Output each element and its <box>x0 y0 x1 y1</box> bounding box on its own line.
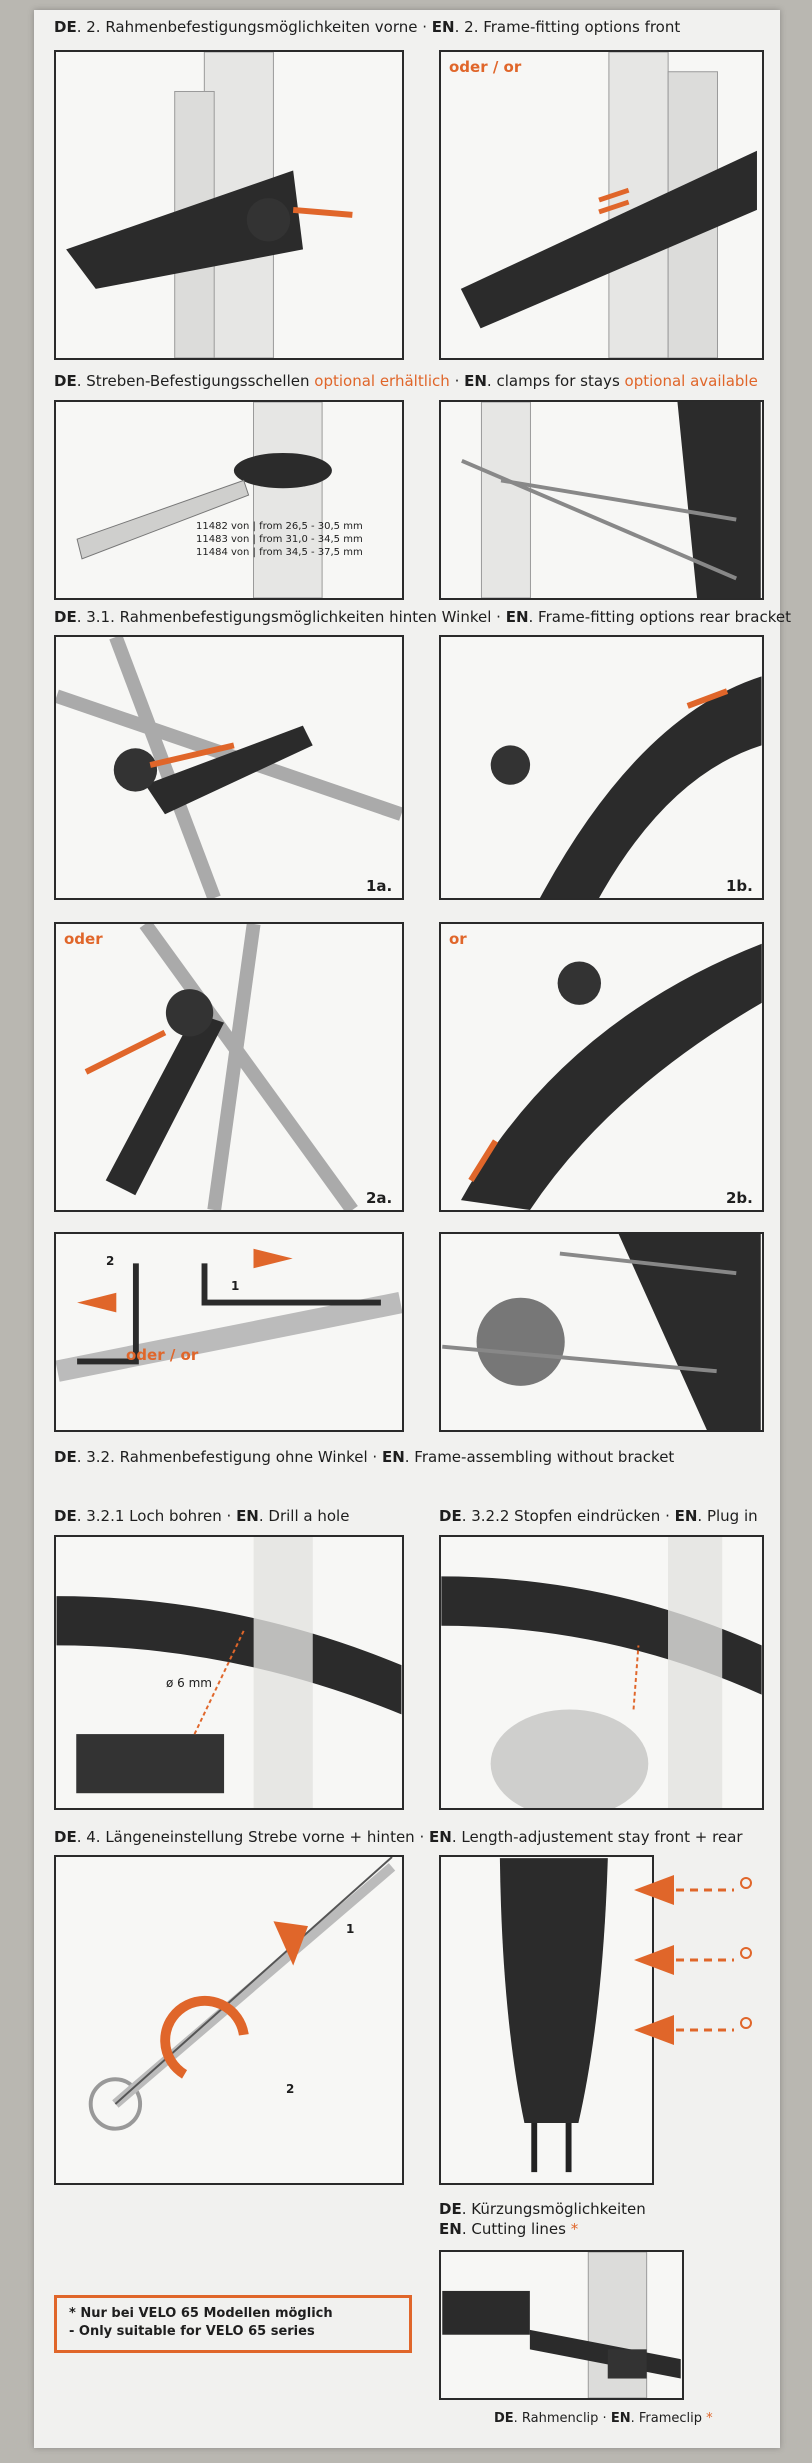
panel-1a: 1a. <box>54 635 404 900</box>
note-line-en: - Only suitable for VELO 65 series <box>69 2324 315 2339</box>
section-3-2-1-heading: DE. 3.2.1 Loch bohren · EN. Drill a hole <box>54 1507 350 1525</box>
cut-marks <box>634 1855 764 2185</box>
panel-2a: oder 2a. <box>54 922 404 1212</box>
or-label-2b: or <box>449 930 467 948</box>
panel-label-1a: 1a. <box>366 877 393 895</box>
panel-clamp-mounted <box>439 400 764 600</box>
panel-label-1b: 1b. <box>726 877 753 895</box>
panel-plug-in <box>439 1535 764 1810</box>
num-2-top: 2 <box>106 1254 115 1268</box>
instruction-sheet: DE. 2. Rahmenbefestigungsmöglichkeiten v… <box>34 10 791 2448</box>
or-label-top: oder / or <box>449 58 522 76</box>
panel-front-fork-clip: oder / or <box>439 50 764 360</box>
panel-label-2b: 2b. <box>726 1189 753 1207</box>
section-3-1-heading: DE. 3.1. Rahmenbefestigungsmöglichkeiten… <box>54 608 791 626</box>
panel-1b: 1b. <box>439 635 764 900</box>
num-1-top: 1 <box>231 1279 240 1293</box>
section-3-2-2-heading: DE. 3.2.2 Stopfen eindrücken · EN. Plug … <box>439 1507 758 1525</box>
num-1-stay: 1 <box>346 1922 355 1936</box>
panel-2b: or 2b. <box>439 922 764 1212</box>
panel-clamp-sizes: 11482 von | from 26,5 - 30,5 mm 11483 vo… <box>54 400 404 600</box>
panel-drill-hole: ø 6 mm <box>54 1535 404 1810</box>
num-2-stay: 2 <box>286 2082 295 2096</box>
drill-size: ø 6 mm <box>166 1676 212 1690</box>
panel-bracket-options: 2 1 oder / or <box>54 1232 404 1432</box>
panel-length-adjust: 1 2 <box>54 1855 404 2185</box>
clamp-size-2: 11483 von | from 31,0 - 34,5 mm <box>196 534 363 545</box>
panel-label-2a: 2a. <box>366 1189 393 1207</box>
or-label-mid: oder / or <box>126 1346 199 1364</box>
clamps-heading: DE. Streben-Befestigungsschellen optiona… <box>54 372 758 390</box>
cutting-lines-en: EN. Cutting lines * <box>439 2220 579 2238</box>
panel-cutting-lines <box>439 1855 654 2185</box>
panel-frameclip <box>439 2250 684 2400</box>
clamp-size-3: 11484 von | from 34,5 - 37,5 mm <box>196 547 363 558</box>
frameclip-label: DE. Rahmenclip · EN. Frameclip * <box>494 2411 713 2426</box>
or-label-2a: oder <box>64 930 103 948</box>
section-4-heading: DE. 4. Längeneinstellung Strebe vorne + … <box>54 1828 743 1846</box>
velo65-note: * Nur bei VELO 65 Modellen möglich - Onl… <box>54 2295 412 2353</box>
section-3-2-heading: DE. 3.2. Rahmenbefestigung ohne Winkel ·… <box>54 1448 675 1466</box>
note-line-de: * Nur bei VELO 65 Modellen möglich <box>69 2306 333 2321</box>
panel-front-fork-screw <box>54 50 404 360</box>
panel-stay-rear <box>439 1232 764 1432</box>
section-2-heading: DE. 2. Rahmenbefestigungsmöglichkeiten v… <box>54 18 681 36</box>
clamp-size-1: 11482 von | from 26,5 - 30,5 mm <box>196 521 363 532</box>
cutting-lines-de: DE. Kürzungsmöglichkeiten <box>439 2200 646 2218</box>
